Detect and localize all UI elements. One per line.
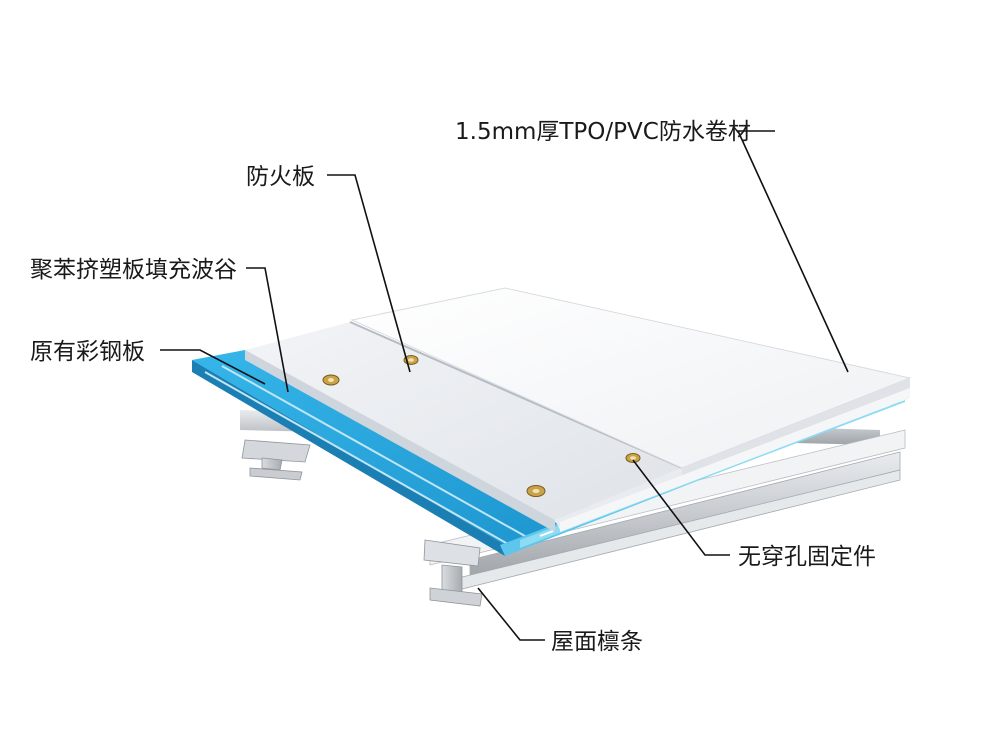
label-steel-sheet: 原有彩钢板	[30, 339, 145, 365]
leader-eps	[246, 267, 289, 393]
leader-purlin	[477, 587, 545, 641]
label-fastener: 无穿孔固定件	[738, 544, 876, 570]
leader-steel	[160, 349, 266, 385]
label-purlin: 屋面檩条	[551, 629, 643, 655]
washer-3	[526, 485, 546, 497]
leader-fireboard	[327, 174, 411, 373]
leader-fastener	[632, 459, 730, 556]
label-membrane: 1.5mm厚TPO/PVC防水卷材	[455, 119, 751, 145]
fastener-washers	[322, 355, 641, 497]
washer-1	[322, 374, 340, 386]
membrane-sheet	[350, 287, 912, 532]
leader-membrane	[736, 130, 849, 373]
washer-4	[625, 453, 641, 463]
label-fireboard: 防火板	[246, 164, 315, 190]
leader-lines	[160, 130, 849, 641]
label-eps-fill: 聚苯挤塑板填充波谷	[30, 257, 237, 283]
